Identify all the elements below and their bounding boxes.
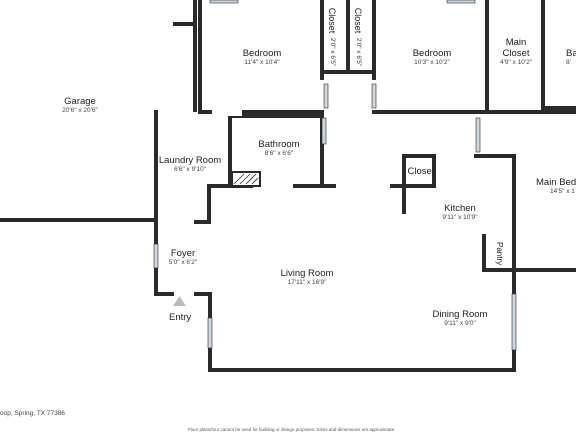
- main-closet-name-1: Main: [505, 37, 527, 48]
- main-closet-label: Main Closet 4'9" x 10'2": [490, 37, 542, 67]
- partial-bath-dim: 8': [566, 59, 571, 66]
- window-foyer: [153, 243, 159, 269]
- closet-1-name: Closet: [327, 7, 338, 34]
- closet-2-dim: 2'0" x 6'5": [354, 37, 362, 67]
- garage-label: Garage 20'6" x 20'6": [40, 96, 120, 115]
- pantry-walls: [482, 234, 512, 272]
- kitchen-closet-label: Closet: [406, 166, 436, 177]
- bedroom-right-label: Bedroom 10'3" x 10'2": [392, 48, 472, 67]
- address-text: oop, Spring, TX 77386: [0, 410, 65, 417]
- bathroom-label: Bathroom 8'6" x 6'6": [240, 139, 318, 158]
- laundry-door: [164, 216, 194, 224]
- dining-label: Dining Room 9'11" x 9'0": [420, 309, 500, 328]
- window-dining: [511, 293, 517, 351]
- bedroom-left-door: [212, 108, 242, 116]
- window-bedroom-left: [209, 0, 239, 4]
- bedroom-right-opening: [371, 83, 377, 109]
- main-bedroom-dim: 14'5" x 1: [550, 188, 575, 195]
- living-name: Living Room: [280, 268, 334, 279]
- dining-dim: 9'11" x 9'0": [444, 320, 476, 327]
- main-closet-name-2: Closet: [502, 48, 530, 59]
- living-label: Living Room 17'11" x 16'9": [262, 268, 352, 287]
- foyer-label: Foyer 5'0" x 6'2": [158, 248, 208, 267]
- foyer-name: Foyer: [170, 248, 196, 259]
- living-dim: 17'11" x 16'9": [287, 279, 327, 286]
- entry-label: Entry: [169, 312, 192, 323]
- hall-opening: [323, 83, 329, 109]
- laundry-right-walls: [192, 114, 232, 224]
- garage-dim: 20'6" x 20'6": [62, 107, 98, 114]
- bedroom-right-name: Bedroom: [412, 48, 452, 59]
- foyer-dim: 5'0" x 6'2": [168, 259, 198, 266]
- closet-1-dim: 2'0" x 6'5": [328, 37, 336, 67]
- closet-1-label: Closet 2'0" x 6'5": [327, 2, 341, 72]
- laundry-label: Laundry Room 6'6" x 9'10": [155, 155, 225, 174]
- bathroom-opening: [321, 117, 327, 145]
- kitchen-opening: [475, 117, 481, 153]
- kitchen-dim: 9'11" x 10'9": [442, 214, 478, 221]
- window-bedroom-right: [446, 0, 476, 4]
- kitchen-closet-name: Closet: [407, 166, 435, 177]
- closet-2-label: Closet 2'0" x 6'5": [353, 2, 367, 72]
- dining-name: Dining Room: [432, 309, 488, 320]
- closet-2-name: Closet: [353, 7, 364, 34]
- pantry-label: Pantry: [491, 237, 505, 267]
- kitchen-closet-walls: [402, 154, 436, 188]
- bathroom-dim: 8'6" x 6'6": [264, 150, 294, 157]
- bedroom-right-dim: 10'3" x 10'2": [414, 59, 450, 66]
- garage-name: Garage: [64, 96, 96, 107]
- partial-bath-label: Ba 8': [566, 48, 576, 67]
- bedroom-left-label: Bedroom 11'4" x 10'4": [222, 48, 302, 67]
- kitchen-label: Kitchen 9'11" x 10'9": [420, 203, 500, 222]
- laundry-name: Laundry Room: [158, 155, 222, 166]
- entry-arrow-icon: [173, 296, 186, 306]
- kitchen-name: Kitchen: [444, 203, 476, 214]
- main-bedroom-name: Main Bed: [536, 177, 576, 188]
- partial-bath-name: Ba: [566, 48, 576, 59]
- bathroom-door: [253, 182, 293, 190]
- pantry-name: Pantry: [495, 242, 504, 266]
- disclaimer-text: Floor plans/tour cannot be used for buil…: [188, 427, 396, 432]
- bathroom-name: Bathroom: [258, 139, 300, 150]
- main-closet-dim: 4'9" x 10'2": [499, 59, 533, 66]
- window-living: [207, 317, 213, 349]
- bedroom-left-walls: [198, 0, 324, 114]
- bedroom-left-name: Bedroom: [242, 48, 282, 59]
- bedroom-left-dim: 11'4" x 10'4": [244, 59, 280, 66]
- laundry-dim: 6'6" x 9'10": [173, 166, 207, 173]
- main-bedroom-label: Main Bed 14'5" x 1: [536, 177, 576, 196]
